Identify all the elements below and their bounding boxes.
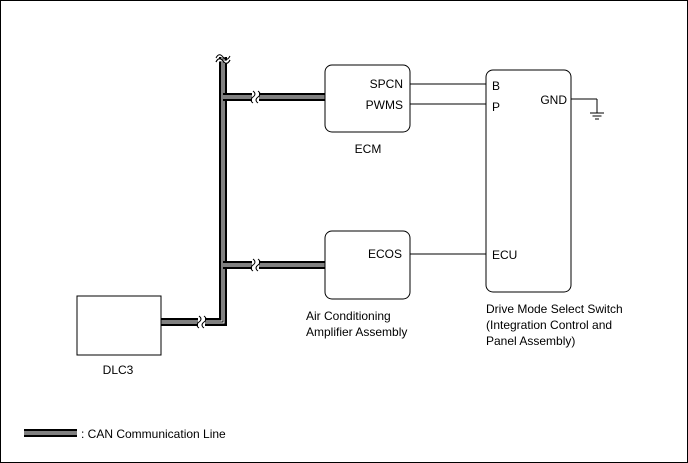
drive-mode-switch-box xyxy=(485,69,572,293)
signal-wires xyxy=(410,83,598,255)
switch-label-line1: Drive Mode Select Switch xyxy=(486,302,623,316)
switch-pin-ecu: ECU xyxy=(492,248,517,262)
break-mark-dlc3-branch xyxy=(196,315,202,329)
switch-pin-gnd: GND xyxy=(540,93,567,107)
switch-label-line3: Panel Assembly) xyxy=(486,334,575,348)
ac-pin-ecos: ECOS xyxy=(368,247,402,261)
ground-icon xyxy=(590,112,604,120)
ac-amplifier-label-line1: Air Conditioning xyxy=(306,309,391,323)
ac-amplifier-box xyxy=(324,230,411,300)
legend: : CAN Communication Line xyxy=(24,427,226,441)
switch-pin-p: P xyxy=(492,100,500,114)
switch-label-line2: (Integration Control and xyxy=(486,318,612,332)
ecm-pin-pwms: PWMS xyxy=(366,98,403,112)
legend-can-line-label: : CAN Communication Line xyxy=(81,427,226,441)
switch-pin-b: B xyxy=(492,79,500,93)
break-mark-ecm-branch xyxy=(250,90,256,104)
ecm-pin-spcn: SPCN xyxy=(370,77,403,91)
can-bus-trunk xyxy=(161,57,227,326)
ecm-label: ECM xyxy=(355,142,382,156)
break-mark-ac-branch xyxy=(250,258,256,272)
break-marks xyxy=(196,54,261,329)
ac-amplifier-label-line2: Amplifier Assembly xyxy=(306,325,407,339)
dlc3-label: DLC3 xyxy=(103,363,134,377)
can-bus xyxy=(161,57,325,326)
ecm-box xyxy=(324,64,411,133)
dlc3-box xyxy=(76,295,162,356)
